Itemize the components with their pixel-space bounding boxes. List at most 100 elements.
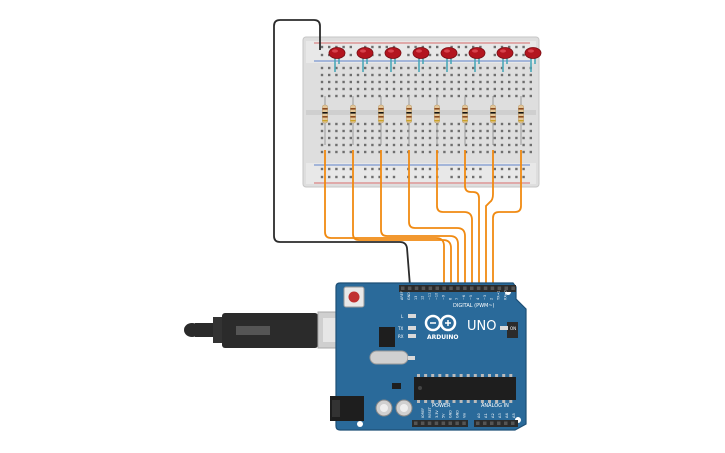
rail-hole: [508, 167, 511, 171]
breadboard-hole: [421, 150, 424, 154]
led-highlight: [360, 49, 366, 53]
breadboard-hole: [385, 80, 388, 84]
breadboard-hole: [493, 80, 496, 84]
breadboard-hole: [472, 66, 475, 70]
breadboard-hole: [436, 80, 439, 84]
breadboard-hole: [479, 143, 482, 147]
breadboard-hole: [371, 73, 374, 77]
breadboard-hole: [508, 94, 511, 98]
breadboard-hole: [508, 143, 511, 147]
breadboard-hole: [522, 122, 525, 126]
usb-logo: [236, 326, 270, 335]
breadboard-hole: [436, 73, 439, 77]
breadboard-hole: [493, 73, 496, 77]
led-l-label: L: [401, 314, 404, 319]
rail-hole: [392, 175, 396, 179]
resistor-band: [350, 108, 356, 110]
resistor-band: [378, 120, 384, 122]
breadboard-hole: [414, 66, 417, 70]
rail-hole: [428, 53, 432, 57]
breadboard-hole: [457, 122, 460, 126]
resistor-band: [406, 108, 412, 110]
breadboard-hole: [472, 143, 475, 147]
breadboard-hole: [500, 73, 504, 77]
resistor-band: [322, 116, 328, 118]
breadboard-hole: [385, 150, 388, 154]
chip-leg: [459, 374, 463, 377]
resistor-band: [518, 108, 524, 110]
led: [412, 47, 430, 59]
header-socket: [441, 421, 446, 425]
chip-leg: [438, 374, 442, 377]
breadboard-hole: [364, 66, 367, 70]
breadboard-hole: [385, 136, 388, 140]
breadboard-hole: [392, 73, 396, 77]
resistor-band: [378, 116, 384, 118]
breadboard-hole: [364, 122, 367, 126]
breadboard-hole: [378, 129, 381, 133]
breadboard-hole: [457, 87, 460, 91]
breadboard-hole: [349, 143, 352, 147]
led-highlight: [388, 49, 394, 53]
breadboard-hole: [457, 73, 460, 77]
rail-hole: [414, 167, 417, 171]
breadboard-hole: [414, 80, 417, 84]
breadboard-hole: [428, 122, 432, 126]
header-socket: [462, 421, 466, 425]
breadboard-hole: [450, 150, 453, 154]
digital-pin-label: GND: [407, 292, 411, 300]
breadboard-hole: [457, 66, 460, 70]
breadboard-hole: [508, 73, 511, 77]
arduino-logo-icon: [424, 314, 457, 332]
breadboard-hole: [428, 80, 432, 84]
breadboard-hole: [364, 143, 367, 147]
resistor-band: [378, 112, 384, 114]
breadboard-hole: [371, 122, 374, 126]
breadboard-hole: [472, 122, 475, 126]
rail-hole: [320, 175, 324, 179]
breadboard-hole: [400, 80, 403, 84]
breadboard-hole: [378, 66, 381, 70]
breadboard-hole: [421, 87, 424, 91]
breadboard-hole: [349, 136, 352, 140]
digital-pin-label: ~6: [462, 295, 466, 300]
breadboard-hole: [529, 122, 532, 126]
rail-hole: [349, 175, 352, 179]
rail-hole: [436, 53, 439, 57]
rail-hole: [500, 175, 504, 179]
led-tx-label: TX: [397, 326, 403, 331]
reset-button-cap[interactable]: [348, 291, 360, 303]
chip-leg: [424, 400, 428, 403]
breadboard-hole: [428, 136, 432, 140]
breadboard-hole: [320, 66, 324, 70]
signal-wire: [324, 150, 445, 286]
header-socket: [476, 286, 481, 290]
breadboard-hole: [320, 129, 324, 133]
rail-hole: [335, 175, 338, 179]
breadboard-hole: [500, 80, 504, 84]
breadboard-hole: [407, 73, 410, 77]
breadboard-hole: [328, 143, 331, 147]
resistor-band: [462, 112, 468, 114]
breadboard-hole: [371, 136, 374, 140]
breadboard-hole: [328, 136, 331, 140]
led-highlight: [472, 49, 478, 53]
chip-leg: [502, 400, 506, 403]
breadboard-hole: [328, 66, 331, 70]
breadboard-hole: [364, 129, 367, 133]
resistor-band: [462, 120, 468, 122]
breadboard-hole: [479, 87, 482, 91]
breadboard-hole: [529, 136, 532, 140]
header-socket: [442, 286, 446, 290]
digital-pin-label: 2: [490, 298, 494, 300]
crystal-oscillator: [369, 350, 409, 365]
breadboard-hole: [414, 73, 417, 77]
breadboard-hole: [328, 80, 331, 84]
chip-leg: [445, 400, 449, 403]
rail-hole: [464, 175, 468, 179]
header-socket: [511, 421, 515, 425]
header-socket: [497, 286, 502, 290]
header-socket: [401, 286, 405, 290]
rail-hole: [349, 167, 352, 171]
breadboard-hole: [515, 80, 518, 84]
